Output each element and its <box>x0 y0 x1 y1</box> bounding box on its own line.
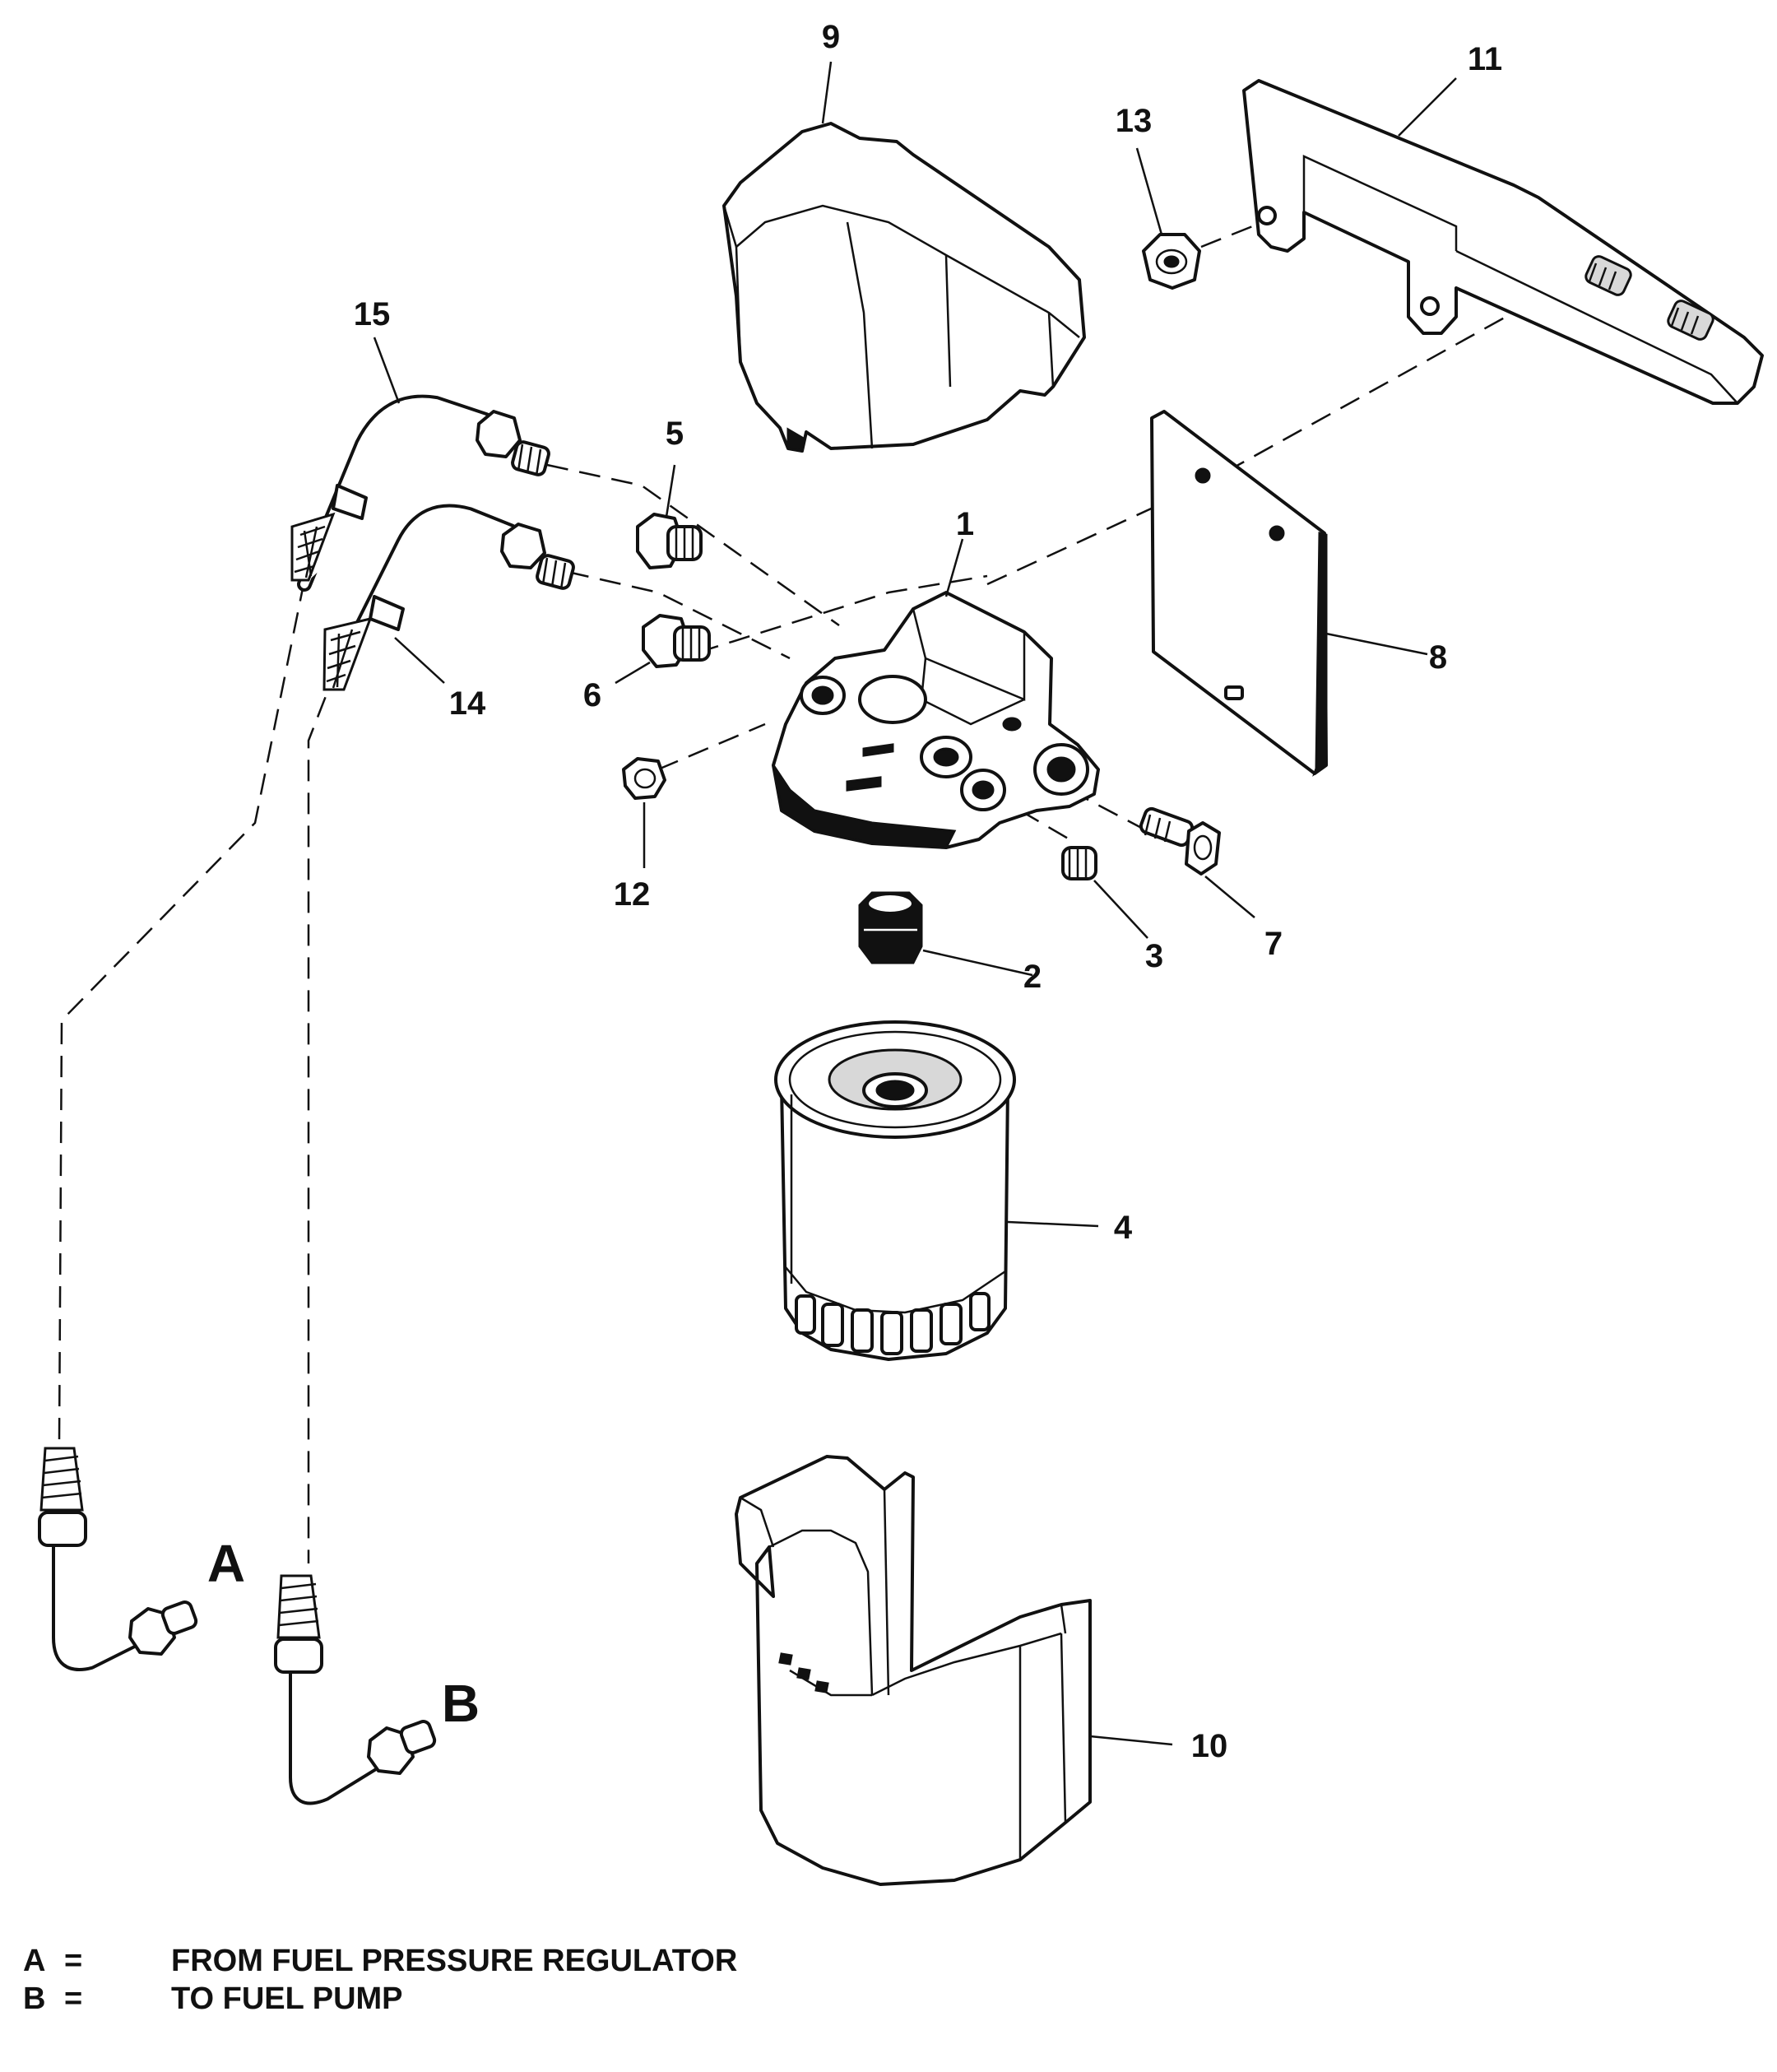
legend-text: FROM FUEL PRESSURE REGULATOR <box>171 1944 738 1978</box>
callout-labels: 9 11 13 15 5 1 8 6 14 12 2 3 7 4 10 A B <box>207 19 1502 1764</box>
fitting-part-6 <box>642 614 711 668</box>
nut-part-12 <box>622 757 666 800</box>
mounting-plate-part-8 <box>1150 410 1328 777</box>
callout-5: 5 <box>666 416 684 452</box>
callout-12: 12 <box>614 876 651 913</box>
grip-notches <box>795 1292 991 1355</box>
flange-nut-part-13 <box>1142 233 1201 290</box>
callout-6: 6 <box>583 677 601 713</box>
callout-2: 2 <box>1023 959 1042 995</box>
top-cover-part-9 <box>722 122 1086 453</box>
callout-15: 15 <box>354 296 391 332</box>
fuel-line-end-b <box>274 1574 437 1805</box>
fuel-line-end-a <box>38 1447 198 1671</box>
callout-13: 13 <box>1116 103 1153 139</box>
filter-cartridge-part-4 <box>774 1020 1016 1361</box>
callout-3: 3 <box>1145 938 1163 974</box>
adapter-part-2 <box>858 891 923 964</box>
fitting-part-5 <box>636 513 703 569</box>
legend-separator: = <box>64 1981 83 2016</box>
connection-label-a: A <box>207 1534 245 1593</box>
connection-label-b: B <box>442 1674 480 1733</box>
leader-lines <box>373 61 1457 1746</box>
legend-key: A <box>23 1944 46 1978</box>
legend: A = FROM FUEL PRESSURE REGULATOR B = TO … <box>23 1942 737 2018</box>
bottom-shield-part-10 <box>735 1455 1092 1886</box>
legend-row-b: B = TO FUEL PUMP <box>23 1980 737 2018</box>
legend-separator: = <box>64 1944 83 1978</box>
stud-icon <box>1667 300 1714 341</box>
bracket-part-11 <box>1242 79 1764 405</box>
fuel-line-part-15 <box>290 394 550 592</box>
legend-key: B <box>23 1981 46 2016</box>
callout-7: 7 <box>1264 926 1283 962</box>
callout-4: 4 <box>1114 1210 1133 1246</box>
callout-8: 8 <box>1429 639 1447 676</box>
legend-row-a: A = FROM FUEL PRESSURE REGULATOR <box>23 1942 737 1980</box>
callout-10: 10 <box>1191 1728 1228 1764</box>
fuel-line-part-14 <box>322 504 575 691</box>
filter-head-part-1 <box>772 591 1100 849</box>
legend-text: TO FUEL PUMP <box>171 1981 403 2016</box>
callout-11: 11 <box>1468 41 1502 77</box>
bolt-part-7 <box>1139 806 1221 876</box>
stud-icon <box>1584 255 1632 296</box>
callout-1: 1 <box>956 506 974 542</box>
callout-9: 9 <box>822 19 840 55</box>
plug-part-3 <box>1061 846 1097 880</box>
callout-14: 14 <box>449 685 486 722</box>
